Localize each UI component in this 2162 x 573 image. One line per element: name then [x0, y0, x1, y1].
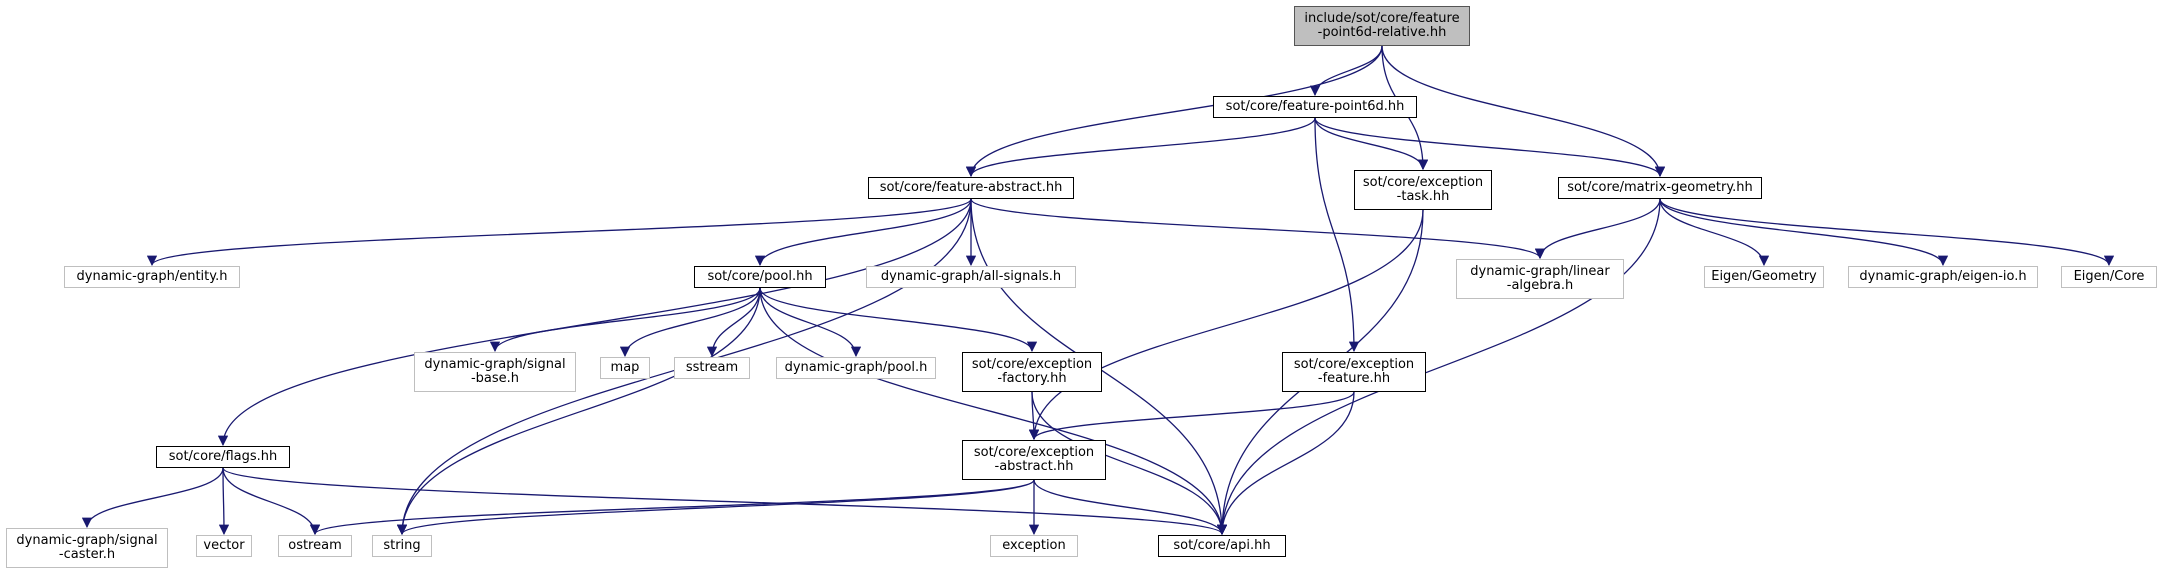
- edge-fabs-to-flags: [217, 198, 972, 447]
- edge-flags-to-sigcast: [81, 467, 224, 529]
- edge-pool-to-string: [396, 287, 761, 536]
- node-root[interactable]: include/sot/core/feature -point6d-relati…: [1294, 6, 1470, 46]
- node-dgpool: dynamic-graph/pool.h: [776, 357, 936, 379]
- node-eigio: dynamic-graph/eigen-io.h: [1848, 266, 2038, 288]
- edge-flags-to-ostream: [222, 467, 321, 536]
- edge-pool-to-api: [759, 287, 1228, 536]
- node-sstream: sstream: [674, 357, 750, 379]
- edge-eabs-to-api: [1033, 479, 1228, 536]
- node-sigbase: dynamic-graph/signal -base.h: [414, 352, 576, 392]
- edge-mgeo-to-eigeo: [1659, 198, 1770, 267]
- edge-efeat-to-eabs: [1028, 391, 1355, 441]
- edge-fp6d-to-efeat: [1314, 117, 1360, 353]
- node-etask[interactable]: sot/core/exception -task.hh: [1354, 170, 1492, 210]
- edge-pool-to-efact: [759, 287, 1038, 353]
- node-vector: vector: [196, 535, 252, 557]
- edge-mgeo-to-eigio: [1659, 198, 1949, 267]
- node-eabs[interactable]: sot/core/exception -abstract.hh: [962, 440, 1106, 480]
- edge-mgeo-to-linalg: [1534, 198, 1661, 260]
- node-flags[interactable]: sot/core/flags.hh: [156, 446, 290, 468]
- node-ostream: ostream: [278, 535, 352, 557]
- node-eigeo: Eigen/Geometry: [1704, 266, 1824, 288]
- node-api[interactable]: sot/core/api.hh: [1158, 535, 1286, 557]
- edge-pool-to-sigbase: [489, 287, 761, 353]
- edge-root-to-mgeo: [1381, 45, 1666, 178]
- node-string: string: [372, 535, 432, 557]
- node-map: map: [600, 357, 650, 379]
- node-mgeo[interactable]: sot/core/matrix-geometry.hh: [1558, 177, 1762, 199]
- edge-etask-to-eabs: [1028, 209, 1424, 441]
- node-entity: dynamic-graph/entity.h: [64, 266, 240, 288]
- edge-pool-to-sstream: [706, 287, 761, 358]
- node-fp6d[interactable]: sot/core/feature-point6d.hh: [1213, 96, 1417, 118]
- node-sigcast: dynamic-graph/signal -caster.h: [6, 528, 168, 568]
- edge-flags-to-vector: [218, 467, 230, 536]
- node-eicore: Eigen/Core: [2061, 266, 2157, 288]
- edge-fabs-to-linalg: [970, 198, 1546, 260]
- node-fabs[interactable]: sot/core/feature-abstract.hh: [868, 177, 1074, 199]
- edge-root-to-fp6d: [1309, 45, 1383, 97]
- node-exception: exception: [990, 535, 1078, 557]
- edge-root-to-fabs: [965, 45, 1383, 178]
- edge-fp6d-to-mgeo: [1314, 117, 1666, 178]
- edge-mgeo-to-eicore: [1659, 198, 2115, 267]
- edge-pool-to-dgpool: [759, 287, 862, 358]
- edge-pool-to-map: [619, 287, 761, 358]
- node-pool[interactable]: sot/core/pool.hh: [694, 266, 826, 288]
- edge-fp6d-to-fabs: [965, 117, 1316, 178]
- edge-eabs-to-string: [397, 479, 1035, 536]
- edge-flags-to-api: [222, 467, 1227, 536]
- edge-mgeo-to-api: [1216, 198, 1661, 536]
- edge-fp6d-to-etask: [1314, 117, 1429, 171]
- edge-fabs-to-entity: [147, 198, 972, 267]
- node-efact[interactable]: sot/core/exception -factory.hh: [962, 352, 1102, 392]
- node-efeat[interactable]: sot/core/exception -feature.hh: [1282, 352, 1426, 392]
- node-linalg: dynamic-graph/linear -algebra.h: [1456, 259, 1624, 299]
- edge-efeat-to-api: [1216, 391, 1355, 536]
- node-allsig: dynamic-graph/all-signals.h: [866, 266, 1076, 288]
- edge-efact-to-api: [1031, 391, 1228, 536]
- edge-fabs-to-pool: [754, 198, 972, 267]
